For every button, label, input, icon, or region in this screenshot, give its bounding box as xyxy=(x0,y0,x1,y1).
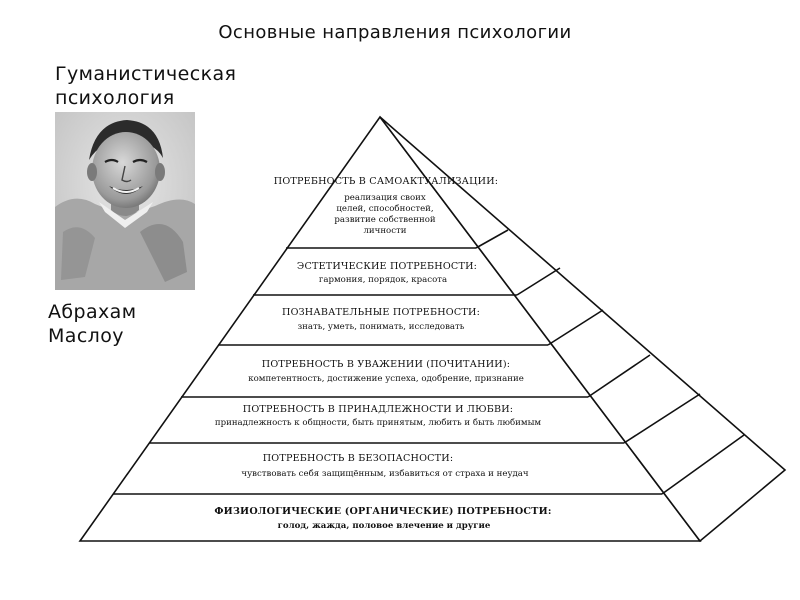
pyramid-side-dividers xyxy=(475,229,745,495)
person-caption: Абрахам Маслоу xyxy=(48,300,198,348)
pyramid-level-belonging: ПОТРЕБНОСТЬ В ПРИНАДЛЕЖНОСТИ И ЛЮБВИ: пр… xyxy=(215,404,542,428)
level-title: ПОЗНАВАТЕЛЬНЫЕ ПОТРЕБНОСТИ: xyxy=(282,307,480,318)
level-desc-line: личности xyxy=(363,226,406,236)
person-last-name: Маслоу xyxy=(48,325,124,347)
pyramid-level-esteem: ПОТРЕБНОСТЬ В УВАЖЕНИИ (ПОЧИТАНИИ): комп… xyxy=(248,359,524,384)
pyramid-level-aesthetic: ЭСТЕТИЧЕСКИЕ ПОТРЕБНОСТИ: гармония, поря… xyxy=(297,261,477,285)
level-desc-line: развитие собственной xyxy=(334,214,435,225)
level-desc-line: гармония, порядок, красота xyxy=(319,275,447,285)
pyramid-level-physiological: ФИЗИОЛОГИЧЕСКИЕ (ОРГАНИЧЕСКИЕ) ПОТРЕБНОС… xyxy=(214,506,551,531)
pyramid-side-face xyxy=(379,116,787,543)
level-desc-line: реализация своих xyxy=(344,193,426,203)
level-desc-line: целей, способностей, xyxy=(336,203,433,214)
pyramid-band-dividers xyxy=(113,247,662,495)
school-name-line-1: Гуманистическая xyxy=(55,63,237,85)
level-desc-line: голод, жажда, половое влечение и другие xyxy=(278,521,491,531)
pyramid-level-self-actualization: ПОТРЕБНОСТЬ В САМОАКТУАЛИЗАЦИИ: реализац… xyxy=(274,176,498,236)
level-desc-line: компетентность, достижение успеха, одобр… xyxy=(248,373,524,384)
level-desc-line: принадлежность к общности, быть принятым… xyxy=(215,417,542,428)
person-first-name: Абрахам xyxy=(48,301,137,323)
level-title: ПОТРЕБНОСТЬ В УВАЖЕНИИ (ПОЧИТАНИИ): xyxy=(262,359,510,370)
school-name: Гуманистическая психология xyxy=(55,62,275,110)
pyramid-level-safety: ПОТРЕБНОСТЬ В БЕЗОПАСНОСТИ: чувствовать … xyxy=(241,453,529,479)
level-title: ПОТРЕБНОСТЬ В САМОАКТУАЛИЗАЦИИ: xyxy=(274,176,498,187)
level-title: ПОТРЕБНОСТЬ В БЕЗОПАСНОСТИ: xyxy=(263,453,454,464)
school-name-line-2: психология xyxy=(55,87,175,109)
portrait-photo xyxy=(55,112,195,290)
level-title: ПОТРЕБНОСТЬ В ПРИНАДЛЕЖНОСТИ И ЛЮБВИ: xyxy=(243,404,514,415)
level-desc-line: знать, уметь, понимать, исследовать xyxy=(298,322,465,332)
level-title: ЭСТЕТИЧЕСКИЕ ПОТРЕБНОСТИ: xyxy=(297,261,477,272)
pyramid-level-cognitive: ПОЗНАВАТЕЛЬНЫЕ ПОТРЕБНОСТИ: знать, уметь… xyxy=(282,307,480,332)
level-title: ФИЗИОЛОГИЧЕСКИЕ (ОРГАНИЧЕСКИЕ) ПОТРЕБНОС… xyxy=(214,506,551,517)
slide-title: Основные направления психологии xyxy=(218,22,572,43)
level-desc-line: чувствовать себя защищённым, избавиться … xyxy=(241,468,529,479)
